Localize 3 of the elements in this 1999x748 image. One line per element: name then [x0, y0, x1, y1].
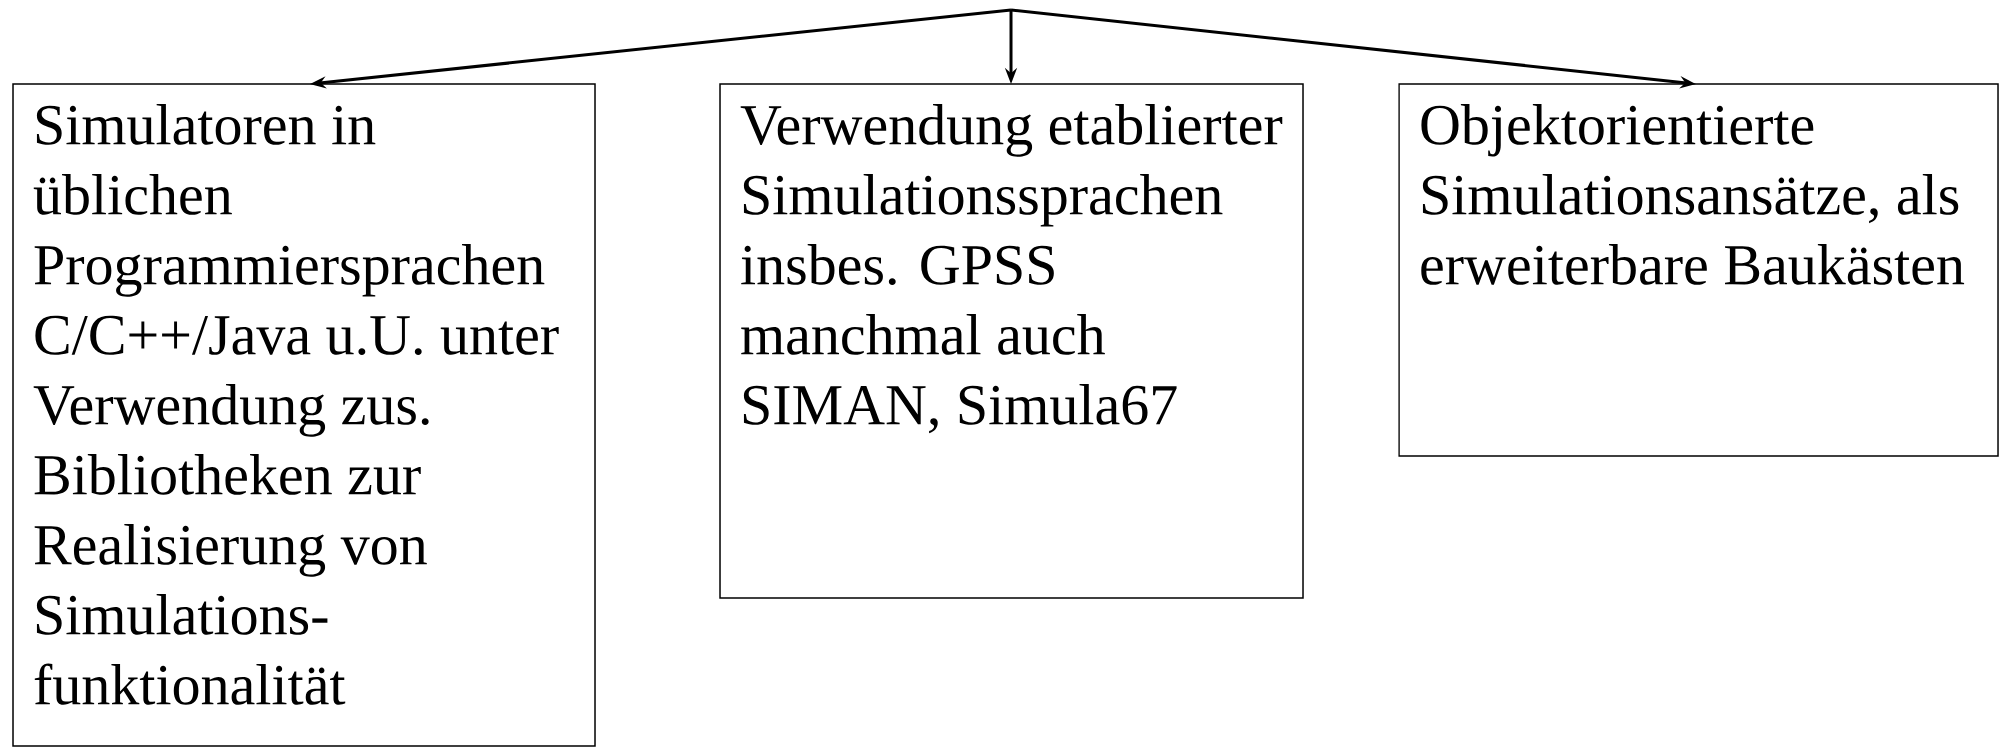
- text-box: Objektorientierte Simulationsansätze, als erweiterbare Baukästen: [1398, 83, 1999, 457]
- text-box: Simulatoren in üblichen Programmiersprachen C/C++/Java u.U. unter Verwendung zus. Bibliotheken zur Realisierung von Simulations- funktionalität: [12, 83, 596, 747]
- text-box: Verwendung etablierter Simulationssprachen insbes. GPSS manchmal auch SIMAN, Simula67: [719, 83, 1304, 599]
